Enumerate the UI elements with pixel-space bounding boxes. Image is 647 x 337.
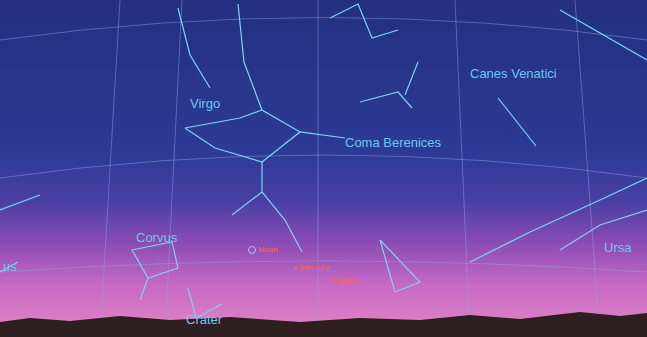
constellation-name: Coma Berenices — [345, 136, 441, 149]
horizon-silhouette — [0, 312, 647, 337]
planet-label: Moon — [258, 246, 278, 254]
planet-label: Saturn — [338, 277, 362, 285]
constellation-name: Crater — [186, 313, 222, 326]
planet-label: Mercury — [300, 264, 329, 272]
constellation-name: us — [3, 260, 17, 273]
constellation-name: Virgo — [190, 97, 220, 110]
constellation-name: Ursa — [604, 241, 631, 254]
constellation-name: Corvus — [136, 231, 177, 244]
moon-symbol — [249, 247, 256, 254]
constellation-name: Canes Venatici — [470, 67, 557, 80]
constellation-lines — [0, 4, 647, 318]
